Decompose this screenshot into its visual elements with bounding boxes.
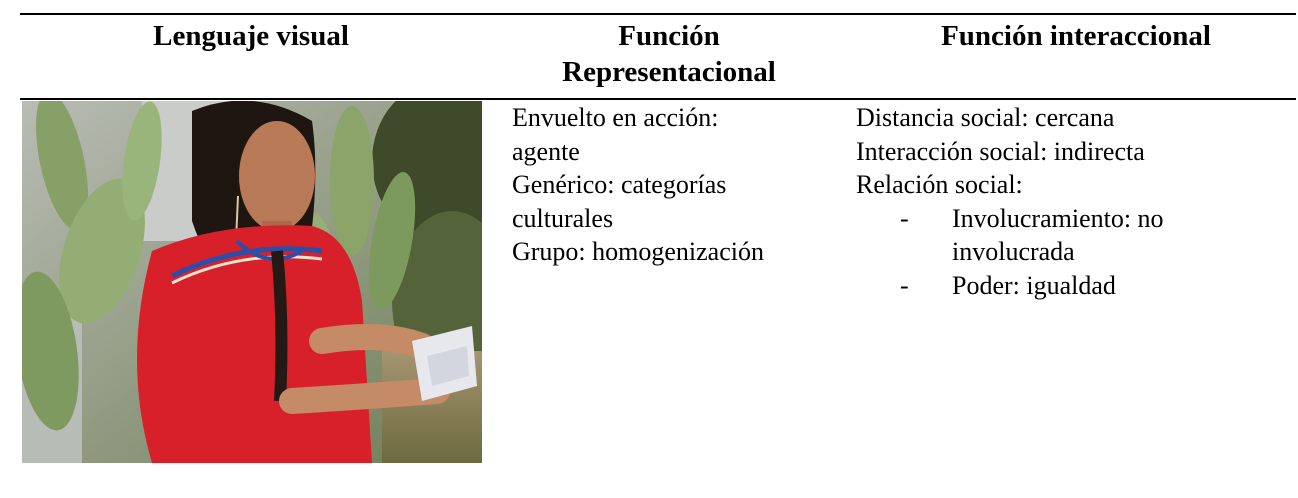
- representacional-line: Grupo: homogenización: [512, 237, 764, 266]
- interaccional-line: Interacción social: indirecta: [856, 136, 1145, 166]
- bullet-dash: -: [900, 270, 909, 300]
- representacional-line: culturales: [512, 203, 614, 233]
- interaccional-line: Distancia social: cercana: [856, 103, 1115, 132]
- representacional-line: Envuelto en acción:: [512, 103, 719, 132]
- table-top-rule: [20, 13, 1296, 15]
- interaccional-line: Relación social:: [856, 170, 1023, 199]
- interaccional-cell: Distancia social: cercana Interacción so…: [856, 101, 1296, 302]
- bullet-poder: - Poder: igualdad: [856, 269, 1296, 303]
- representacional-line: Genérico: categorías: [512, 170, 727, 199]
- header-funcion-interaccional: Función interaccional: [941, 20, 1211, 52]
- bullet-involucramiento: - Involucramiento: no involucrada: [856, 202, 1296, 269]
- bullet-dash: -: [900, 203, 909, 233]
- bullet-text: Poder: igualdad: [952, 270, 1116, 300]
- representacional-cell: Envuelto en acción: agente Genérico: cat…: [512, 101, 852, 269]
- bullet-text-continued: involucrada: [952, 237, 1075, 266]
- representacional-line: agente: [512, 136, 580, 166]
- video-still-woman-reading: [22, 101, 482, 463]
- header-lenguaje-visual: Lenguaje visual: [153, 20, 349, 52]
- table-header-rule: [20, 98, 1296, 100]
- header-funcion-representacional: Función Representacional: [562, 20, 776, 88]
- bullet-text: Involucramiento: no: [952, 203, 1164, 233]
